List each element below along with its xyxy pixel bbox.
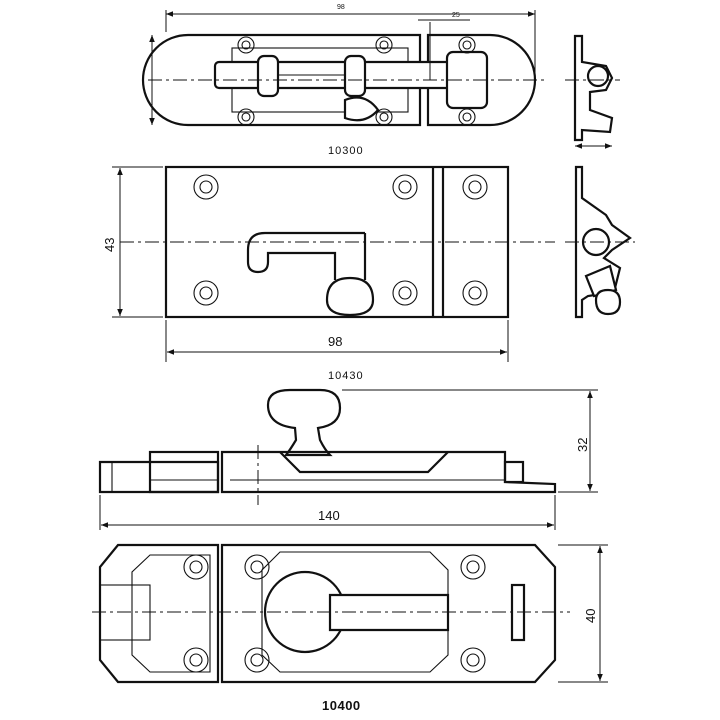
drawing-code-10300: 10300 (328, 145, 364, 157)
drawing-10300-side-view (565, 34, 620, 149)
drawing-code-10400: 10400 (322, 698, 361, 713)
drawing-code-10430: 10430 (328, 370, 364, 382)
dim-10430-width: 98 (328, 334, 343, 349)
dim-10400-height: 32 (575, 437, 590, 452)
screw-holes-front (193, 174, 488, 306)
dim-10400-width: 40 (583, 608, 598, 623)
dim-10400-length: 140 (318, 508, 340, 523)
drawing-10400-side-view (98, 388, 598, 530)
drawing-10430-front-view (112, 165, 555, 362)
drawing-10430-side-view (565, 165, 635, 319)
dim-10300-width: 98 (337, 4, 345, 11)
screw-holes-10400 (183, 554, 486, 673)
dim-10300-side: 25 (452, 12, 460, 19)
dim-10430-height: 43 (102, 237, 117, 252)
drawing-10300-top-view (141, 10, 545, 127)
screw-holes-top (237, 36, 476, 126)
drawing-10400-top-view (92, 543, 608, 684)
